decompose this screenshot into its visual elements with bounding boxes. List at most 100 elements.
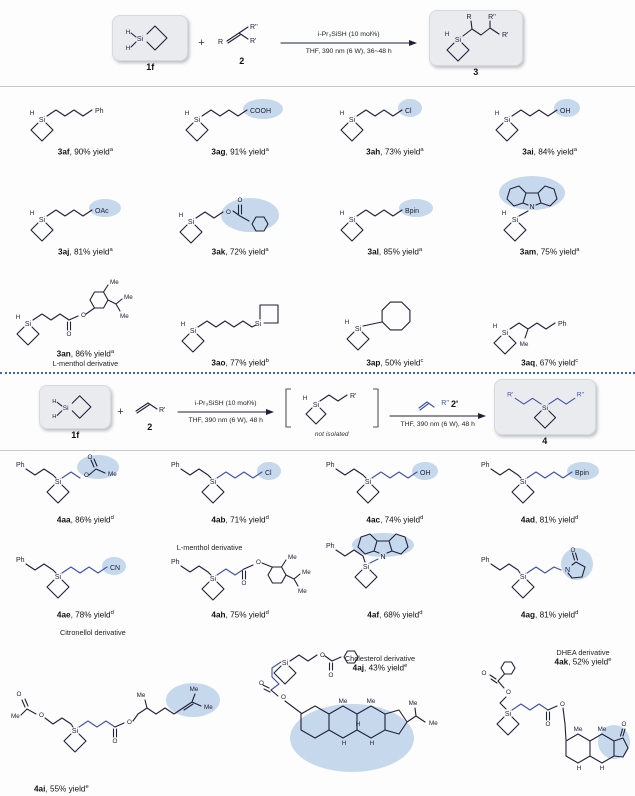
compound-id: 3ah xyxy=(366,147,381,157)
n-label: N xyxy=(565,567,570,574)
highlight xyxy=(397,99,422,117)
not-isolated-note: not isolated xyxy=(314,431,349,439)
r1-label: R' xyxy=(507,391,513,398)
h-label: H xyxy=(181,321,186,328)
o-label: O xyxy=(329,672,334,679)
footnote: d xyxy=(265,609,269,616)
cyclohexane-ring xyxy=(267,566,287,584)
product-label: 3ai, 84% yielda xyxy=(522,147,577,157)
structure-4ac: Ph Si OH xyxy=(326,462,438,505)
product-cell-4ai: Citronellol derivative Me O O Si O O Me … xyxy=(2,624,252,796)
o-label: O xyxy=(238,197,243,204)
silacyclobutane-ring xyxy=(356,484,380,505)
footnote: a xyxy=(576,247,580,254)
si-label: Si xyxy=(365,479,372,486)
steroid-rings xyxy=(564,733,629,764)
compound-id: 3ag xyxy=(211,147,226,157)
group-label: OH xyxy=(560,108,571,115)
solvent-text: THF, 390 nm (6 W), 36~48 h xyxy=(305,48,392,55)
r1-label: R' xyxy=(159,407,165,414)
group-label: Bpin xyxy=(575,470,589,477)
silacyclobutane-ring xyxy=(201,484,225,505)
product-cell-4ak: O O Si O O O Me Me H H DHEA derivative xyxy=(444,624,630,796)
yield-text: , 81% yield xyxy=(535,610,576,620)
structure-3aj: Si H OAc xyxy=(30,199,122,242)
yield-text: , 85% yield xyxy=(378,247,419,257)
h-label: H xyxy=(340,210,345,217)
footnote: c xyxy=(420,358,424,365)
structure-4ae: Ph Si CN xyxy=(16,556,127,599)
compound-id: 4ag xyxy=(520,610,536,620)
solvent-text: THF, 390 nm (6 W), 48 h xyxy=(400,420,475,428)
product-cell-4ab: Ph Si Cl 4ab, 71% yieldd xyxy=(163,451,318,529)
compound-id: 3aq xyxy=(521,359,536,369)
highlight xyxy=(257,462,282,481)
silacyclobutane-ring xyxy=(340,122,364,142)
si-label: Si xyxy=(63,405,69,412)
compound-id: 4ac xyxy=(366,516,381,526)
highlight xyxy=(89,199,122,218)
silacyclobutane-ring xyxy=(185,122,209,142)
carbazole-rings xyxy=(357,533,409,555)
h-label: H xyxy=(599,765,604,772)
products-4-grid: Ph Si O O Me 4aa, 86% yieldd Ph Si Cl xyxy=(0,451,635,623)
me-label: Me xyxy=(519,341,528,348)
si-label: Si xyxy=(455,37,462,44)
product-cell-4ae: Ph Si CN 4ae, 78% yieldd xyxy=(8,530,163,624)
si-label: Si xyxy=(504,117,511,124)
product-cell-3ag: Si H COOH 3ag, 91% yielda xyxy=(163,87,318,161)
si-label: Si xyxy=(502,330,509,337)
yield-text: , 81% yield xyxy=(535,516,576,526)
o-label: O xyxy=(259,680,264,687)
intermediate: Si H R' not isolated xyxy=(282,386,382,438)
h-label: H xyxy=(494,110,499,117)
o-label: O xyxy=(560,701,565,708)
compound-id: 3ai xyxy=(522,147,534,157)
highlight xyxy=(398,199,433,218)
silacyclobutane-ring xyxy=(533,410,556,429)
structure-4ag: Ph Si N O xyxy=(481,547,593,599)
cyclohexane-ring xyxy=(89,291,109,309)
product-label: 4ad, 81% yieldd xyxy=(521,515,578,525)
divider xyxy=(0,86,635,87)
footnote: e xyxy=(85,783,89,790)
product-label: 4aa, 86% yieldd xyxy=(57,515,114,525)
yield-text: , 43% yield xyxy=(364,663,405,673)
bracket-left xyxy=(285,388,291,429)
h-label: H xyxy=(302,395,307,402)
group-label: OAc xyxy=(95,208,109,215)
me-label: Me xyxy=(11,713,20,720)
reaction-conditions-2: R'' 2' THF, 390 nm (6 W), 48 h xyxy=(388,397,488,428)
silacyclobutane-ring xyxy=(493,335,517,355)
structure-alkene-2: R R'' R' xyxy=(218,24,258,46)
product-label: 4af, 68% yieldd xyxy=(367,610,422,620)
reaction-arrow xyxy=(389,412,486,419)
reactant-1f: Si H H 1f xyxy=(39,384,112,440)
si-label: Si xyxy=(542,405,548,412)
bracket-right xyxy=(372,388,379,429)
yield-text: , 50% yield xyxy=(380,359,421,369)
product-cell-3ah: Si H Cl 3ah, 73% yielda xyxy=(318,87,473,161)
h-label: H xyxy=(356,721,361,728)
h-label: H xyxy=(179,212,184,219)
footnote: a xyxy=(109,147,113,153)
reaction-conditions-1: i-Pr₃SiSH (10 mol%) THF, 390 nm (6 W), 4… xyxy=(176,400,276,424)
product-label: 3ap, 50% yieldc xyxy=(366,358,423,368)
structure-3ak: Si H O O xyxy=(179,197,280,244)
reaction-arrow xyxy=(280,40,417,46)
footnote: d xyxy=(420,515,424,522)
silacyclobutane-ring xyxy=(179,224,203,244)
product-3: Si H R R'' R' 3 xyxy=(428,9,523,77)
structure-4aj: Si O O O O Me Me Me Me H H H xyxy=(259,650,438,772)
highlight xyxy=(553,99,580,117)
highlight xyxy=(560,547,593,580)
si-label: Si xyxy=(55,479,62,486)
si-label: Si xyxy=(188,219,195,226)
structure-3ap: Si H xyxy=(345,301,411,351)
ph-label: Ph xyxy=(171,462,180,469)
structure-4ak: O O Si O O O Me Me H H xyxy=(481,661,630,772)
footnote: d xyxy=(110,609,114,616)
me-label: Me xyxy=(120,313,129,320)
me-label: Me xyxy=(110,279,119,286)
reactant-box: Si H H xyxy=(39,384,112,429)
